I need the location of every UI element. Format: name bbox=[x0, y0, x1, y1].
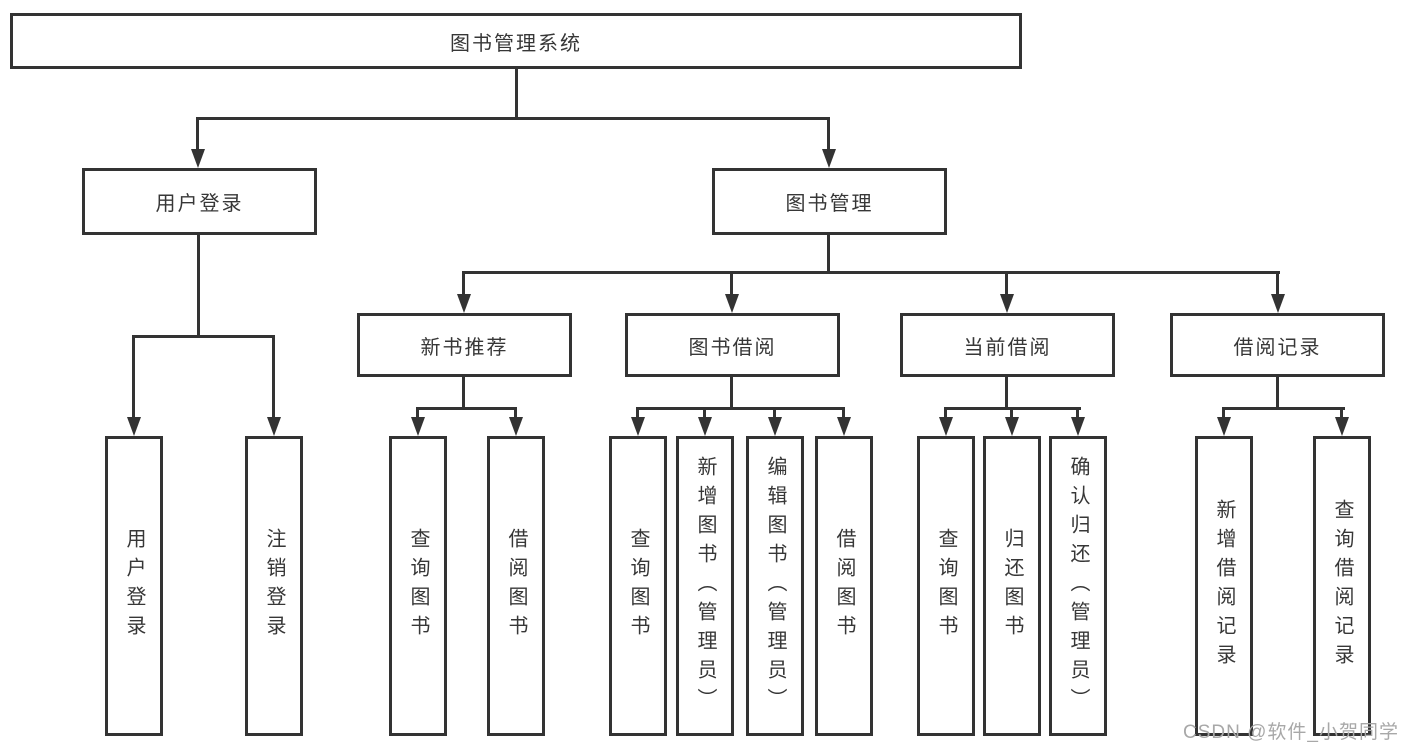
node-current-borrow: 当前借阅 bbox=[900, 313, 1115, 377]
connector-borrow-records-stem bbox=[1276, 377, 1279, 410]
leaf-current-query-books: 查询图书 bbox=[917, 436, 975, 736]
connector-drop-leaf bbox=[1340, 407, 1343, 419]
connector-drop-leaf bbox=[514, 407, 517, 419]
arrow-down-icon bbox=[1217, 417, 1231, 436]
connector-drop-leaf bbox=[773, 407, 776, 419]
arrow-down-icon bbox=[939, 417, 953, 436]
connector-drop-leaf bbox=[944, 407, 947, 419]
arrow-down-icon bbox=[822, 149, 836, 168]
connector-drop-leaf bbox=[1076, 407, 1079, 419]
connector-drop-leaf bbox=[272, 335, 275, 419]
connector-drop-lvl3 bbox=[1276, 271, 1279, 296]
connector-drop-lvl3 bbox=[730, 271, 733, 296]
node-label: 新书推荐 bbox=[420, 336, 509, 359]
leaf-label: 借阅图书 bbox=[833, 528, 855, 644]
node-book-borrow: 图书借阅 bbox=[625, 313, 840, 377]
leaf-recommend-query-books: 查询图书 bbox=[389, 436, 447, 736]
leaf-label: 新增借阅记录 bbox=[1213, 499, 1235, 673]
connector-drop-lvl3 bbox=[1005, 271, 1008, 296]
leaf-edit-book-admin: 编辑图书（管理员） bbox=[746, 436, 804, 736]
node-new-book-recommend: 新书推荐 bbox=[357, 313, 572, 377]
arrow-down-icon bbox=[837, 417, 851, 436]
arrow-down-icon bbox=[768, 417, 782, 436]
arrow-down-icon bbox=[127, 417, 141, 436]
leaf-label: 注销登录 bbox=[263, 528, 285, 644]
leaf-label: 归还图书 bbox=[1001, 528, 1023, 644]
node-label: 图书借阅 bbox=[688, 336, 777, 359]
connector-user-login-rail bbox=[132, 335, 275, 338]
node-library-system: 图书管理系统 bbox=[10, 13, 1022, 69]
connector-drop-lvl3 bbox=[462, 271, 465, 296]
node-book-management: 图书管理 bbox=[712, 168, 947, 235]
arrow-down-icon bbox=[1335, 417, 1349, 436]
connector-book-management-stem bbox=[827, 235, 830, 274]
arrow-down-icon bbox=[725, 294, 739, 313]
arrow-down-icon bbox=[631, 417, 645, 436]
connector-current-borrow-stem bbox=[1005, 377, 1008, 410]
connector-drop-leaf bbox=[703, 407, 706, 419]
node-label: 借阅记录 bbox=[1233, 336, 1322, 359]
leaf-label: 查询借阅记录 bbox=[1331, 499, 1353, 673]
leaf-label: 查询图书 bbox=[627, 528, 649, 644]
node-label: 图书管理系统 bbox=[450, 32, 582, 55]
arrow-down-icon bbox=[457, 294, 471, 313]
leaf-label: 用户登录 bbox=[123, 528, 145, 644]
leaf-borrow-query-books: 查询图书 bbox=[609, 436, 667, 736]
leaf-label: 查询图书 bbox=[935, 528, 957, 644]
leaf-borrow-borrow-books: 借阅图书 bbox=[815, 436, 873, 736]
arrow-down-icon bbox=[1005, 417, 1019, 436]
arrow-down-icon bbox=[267, 417, 281, 436]
connector-drop-leaf bbox=[416, 407, 419, 419]
connector-new-book-rail bbox=[416, 407, 517, 410]
connector-drop-leaf bbox=[1010, 407, 1013, 419]
arrow-down-icon bbox=[411, 417, 425, 436]
connector-root-rail bbox=[196, 117, 830, 120]
connector-drop-user-login bbox=[196, 117, 199, 151]
node-borrow-records: 借阅记录 bbox=[1170, 313, 1385, 377]
connector-book-management-rail bbox=[462, 271, 1280, 274]
leaf-confirm-return-admin: 确认归还（管理员） bbox=[1049, 436, 1107, 736]
connector-drop-leaf bbox=[636, 407, 639, 419]
arrow-down-icon bbox=[191, 149, 205, 168]
node-user-login: 用户登录 bbox=[82, 168, 317, 235]
leaf-return-books: 归还图书 bbox=[983, 436, 1041, 736]
connector-new-book-stem bbox=[462, 377, 465, 410]
leaf-add-book-admin: 新增图书（管理员） bbox=[676, 436, 734, 736]
connector-borrow-records-rail bbox=[1222, 407, 1345, 410]
connector-root-stem bbox=[515, 68, 518, 120]
connector-book-borrow-stem bbox=[730, 377, 733, 410]
leaf-label: 确认归还（管理员） bbox=[1067, 455, 1089, 717]
leaf-label: 新增图书（管理员） bbox=[694, 455, 716, 717]
arrow-down-icon bbox=[509, 417, 523, 436]
leaf-user-login: 用户登录 bbox=[105, 436, 163, 736]
leaf-label: 编辑图书（管理员） bbox=[764, 455, 786, 717]
arrow-down-icon bbox=[1071, 417, 1085, 436]
connector-drop-leaf bbox=[132, 335, 135, 419]
leaf-query-borrow-record: 查询借阅记录 bbox=[1313, 436, 1371, 736]
leaf-add-borrow-record: 新增借阅记录 bbox=[1195, 436, 1253, 736]
arrow-down-icon bbox=[1271, 294, 1285, 313]
arrow-down-icon bbox=[1000, 294, 1014, 313]
node-label: 图书管理 bbox=[785, 193, 874, 215]
connector-drop-leaf bbox=[1222, 407, 1225, 419]
connector-drop-book-management bbox=[827, 117, 830, 151]
connector-user-login-stem bbox=[197, 235, 200, 337]
connector-book-borrow-rail bbox=[636, 407, 845, 410]
csdn-watermark: CSDN @软件_小贺同学 bbox=[1183, 722, 1399, 743]
arrow-down-icon bbox=[698, 417, 712, 436]
node-label: 用户登录 bbox=[155, 193, 244, 215]
leaf-recommend-borrow-books: 借阅图书 bbox=[487, 436, 545, 736]
node-label: 当前借阅 bbox=[963, 336, 1052, 359]
leaf-label: 借阅图书 bbox=[505, 528, 527, 644]
connector-drop-leaf bbox=[842, 407, 845, 419]
leaf-label: 查询图书 bbox=[407, 528, 429, 644]
leaf-logout-login: 注销登录 bbox=[245, 436, 303, 736]
